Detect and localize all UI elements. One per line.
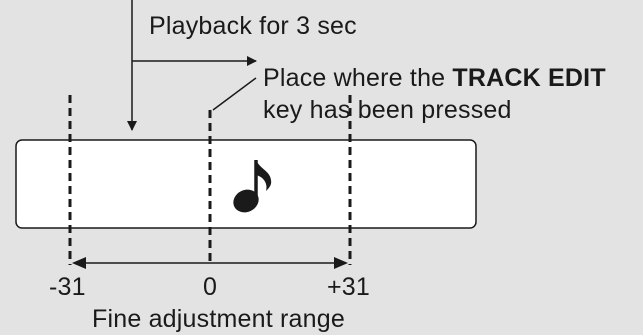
fine-range-arrowhead-left xyxy=(72,257,86,269)
fine-range-arrowhead-right xyxy=(334,257,348,269)
tick-label-zero: 0 xyxy=(203,273,218,301)
tick-label-minus-31: -31 xyxy=(49,273,86,301)
playback-label: Playback for 3 sec xyxy=(149,12,357,40)
fine-range-label: Fine adjustment range xyxy=(92,305,345,333)
track-edit-callout-line1: Place where the TRACK EDIT xyxy=(263,63,606,93)
tick-label-plus-31: +31 xyxy=(327,273,371,301)
music-note-icon xyxy=(233,160,272,213)
callout-prefix: Place where the xyxy=(263,64,453,92)
callout-leader-line xyxy=(212,77,257,111)
track-edit-callout-line2: key has been pressed xyxy=(263,96,512,124)
playback-bar xyxy=(15,139,477,229)
track-edit-key-label: TRACK EDIT xyxy=(452,64,606,92)
